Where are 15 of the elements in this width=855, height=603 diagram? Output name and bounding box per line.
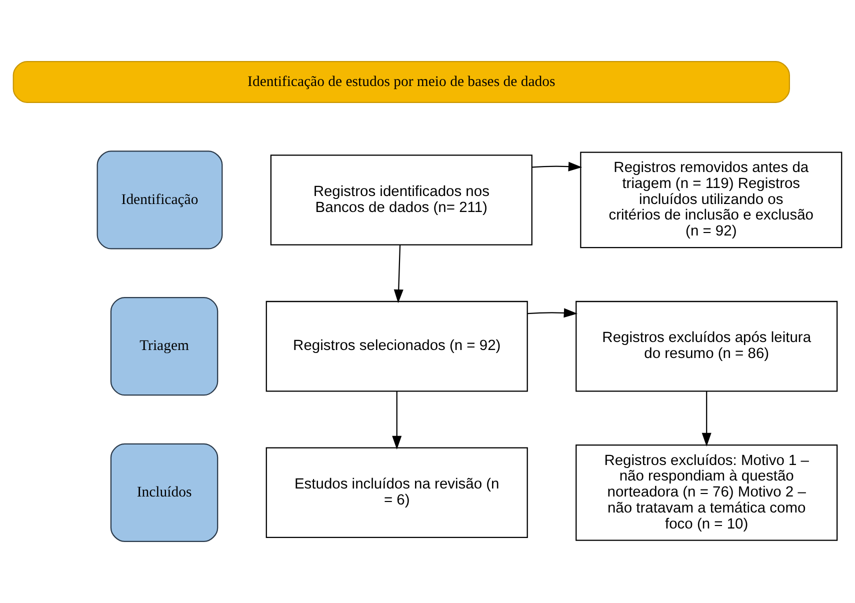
arrow [532, 162, 582, 172]
node-box: Registros excluídos após leitura do resumo (n = 86) [576, 300, 838, 392]
arrow [394, 245, 404, 304]
node-box: Estudos incluídos na revisão (n = 6) [266, 447, 528, 538]
arrow [392, 391, 402, 450]
node-box: Identificação de estudos por meio de bases de dados [12, 60, 790, 103]
arrow [528, 308, 578, 318]
arrow [702, 391, 712, 447]
node-box: Incluídos [110, 443, 218, 542]
node-box: Identificação [96, 150, 223, 250]
node-box: Registros removidos antes da triagem (n = 119) Registros incluídos utilizando os critérios de inclusão e exclusão (n = 92) [580, 152, 842, 248]
node-box: Registros identificados nos Bancos de dados (n= 211) [270, 154, 532, 246]
node-box: Registros selecionados (n = 92) [266, 300, 528, 392]
node-box: Triagem [110, 296, 218, 396]
node-box: Registros excluídos: Motivo 1 – não respondiam à questão norteadora (n = 76) Motivo 2 – não tratavam a temática como foco (n = 10) [576, 444, 838, 541]
